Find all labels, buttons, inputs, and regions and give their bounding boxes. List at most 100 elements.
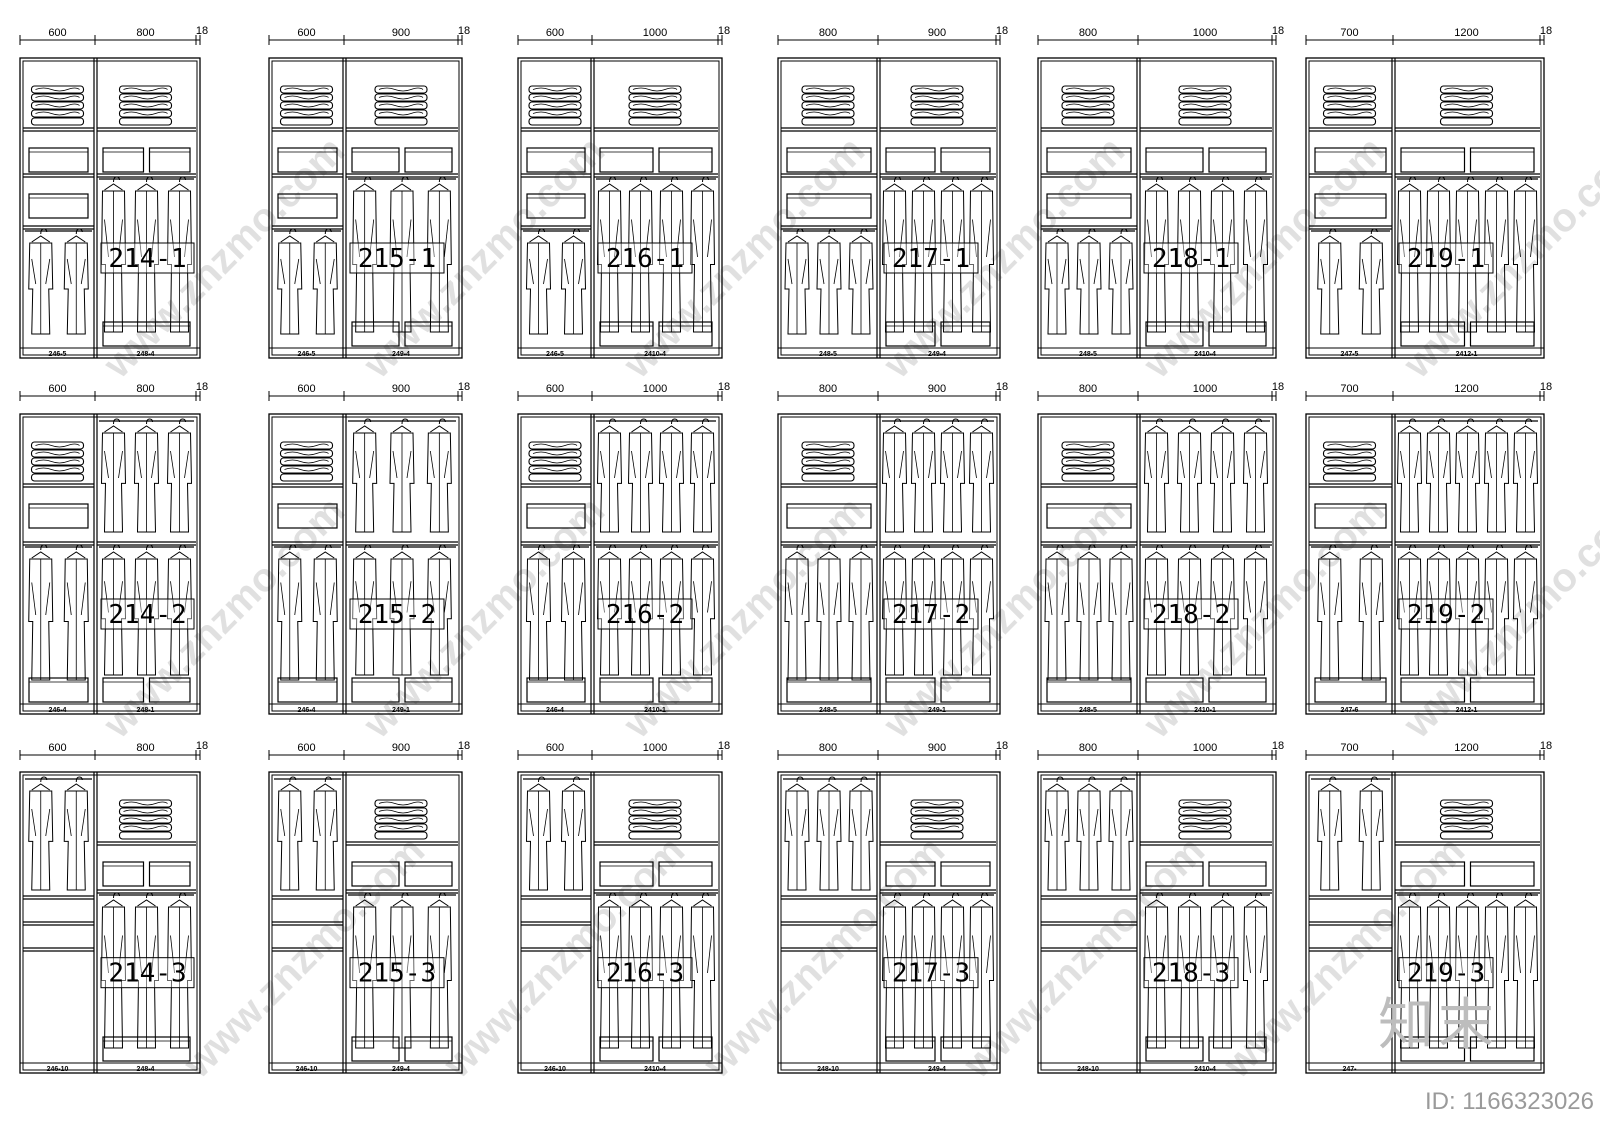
garment-sleeve bbox=[899, 581, 904, 613]
garment-sleeve bbox=[1227, 450, 1232, 479]
drawer-box bbox=[885, 861, 936, 887]
garment-sleeve bbox=[355, 219, 361, 258]
drawer-box bbox=[658, 677, 713, 703]
garment-outline bbox=[166, 558, 193, 676]
carcass-outline bbox=[1305, 771, 1545, 1074]
hanging-garment bbox=[1317, 544, 1343, 681]
hanging-garment bbox=[1512, 418, 1539, 533]
garment-sleeve bbox=[943, 935, 948, 974]
hanging-garment bbox=[816, 228, 842, 335]
garment-sleeve bbox=[104, 581, 109, 613]
garment-sleeve bbox=[1093, 808, 1099, 837]
garment-outline bbox=[1512, 558, 1539, 676]
right-width-label: 1200 bbox=[1454, 27, 1478, 39]
garment-sleeve bbox=[600, 450, 605, 479]
left-module-code: 247-5 bbox=[1341, 351, 1359, 358]
hanging-garment bbox=[133, 176, 160, 333]
drawer-box bbox=[1469, 861, 1535, 887]
garment-sleeve bbox=[443, 450, 449, 479]
garment-outline bbox=[426, 432, 452, 533]
garment-sleeve bbox=[1125, 582, 1131, 616]
hanging-garment bbox=[1425, 892, 1452, 1049]
carcass-inner bbox=[271, 416, 460, 712]
garment-sleeve bbox=[645, 581, 650, 613]
left-module-code: 248-5 bbox=[819, 351, 837, 358]
unit-label-box bbox=[1398, 957, 1494, 989]
garment-outline bbox=[1209, 432, 1236, 533]
garment-outline bbox=[784, 558, 810, 681]
garment-sleeve bbox=[1161, 450, 1166, 479]
garment-sleeve bbox=[928, 219, 933, 258]
garment-outline bbox=[881, 432, 908, 533]
left-width-label: 600 bbox=[297, 27, 315, 39]
garment-sleeve bbox=[1047, 808, 1053, 837]
hanging-garment bbox=[277, 544, 303, 681]
garment-sleeve bbox=[1443, 935, 1448, 974]
hanging-garment bbox=[1317, 228, 1343, 335]
hanging-garment bbox=[939, 892, 966, 1049]
garment-outline bbox=[1425, 190, 1452, 333]
garment-sleeve bbox=[1180, 450, 1185, 479]
garment-sleeve bbox=[294, 258, 300, 285]
hanging-garment bbox=[658, 418, 685, 533]
garment-sleeve bbox=[137, 450, 142, 479]
drawer-box bbox=[1400, 147, 1466, 173]
garment-sleeve bbox=[645, 219, 650, 258]
hanging-garment bbox=[1044, 776, 1070, 891]
garment-sleeve bbox=[1472, 935, 1477, 974]
unit-label: 216-2 bbox=[606, 600, 684, 630]
garment-outline bbox=[1483, 432, 1510, 533]
garment-sleeve bbox=[631, 581, 636, 613]
garment-outline bbox=[312, 558, 338, 681]
garment-outline bbox=[658, 906, 685, 1049]
garment-sleeve bbox=[1180, 935, 1185, 974]
left-module-code: 246-5 bbox=[49, 351, 67, 358]
garment-outline bbox=[627, 558, 654, 676]
hanging-garment bbox=[968, 418, 995, 533]
hanging-garment bbox=[1358, 228, 1384, 335]
hanging-garment bbox=[939, 176, 966, 333]
thickness-label: 18 bbox=[718, 25, 730, 37]
garment-outline bbox=[1176, 190, 1203, 333]
garment-sleeve bbox=[45, 582, 51, 616]
garment-sleeve bbox=[707, 450, 712, 479]
hanging-garment bbox=[1108, 228, 1134, 335]
garment-sleeve bbox=[1147, 581, 1152, 613]
drawer-box bbox=[1208, 677, 1267, 703]
hanging-garment bbox=[28, 228, 54, 335]
unit-label: 216-1 bbox=[606, 244, 684, 274]
garment-sleeve bbox=[1213, 581, 1218, 613]
garment-outline bbox=[1044, 242, 1070, 335]
garment-outline bbox=[525, 242, 552, 335]
garment-sleeve bbox=[957, 581, 962, 613]
hanging-garment bbox=[100, 176, 127, 333]
drawer-box bbox=[1145, 861, 1204, 887]
garment-sleeve bbox=[392, 450, 398, 479]
garment-outline bbox=[277, 242, 303, 335]
hanging-garment bbox=[1512, 544, 1539, 676]
drawer-box bbox=[277, 677, 338, 703]
garment-sleeve bbox=[1516, 935, 1521, 974]
drawer-box bbox=[1046, 147, 1132, 173]
drawer-box bbox=[940, 677, 991, 703]
garment-sleeve bbox=[543, 258, 548, 285]
left-module-code: 246-10 bbox=[544, 1066, 566, 1073]
garment-outline bbox=[939, 906, 966, 1049]
carcass-outline bbox=[268, 413, 463, 715]
hanging-garment bbox=[389, 892, 415, 1049]
garment-outline bbox=[596, 558, 623, 676]
unit-label-box bbox=[349, 242, 445, 274]
garment-sleeve bbox=[914, 450, 919, 479]
thickness-label: 18 bbox=[196, 740, 208, 752]
garment-outline bbox=[389, 558, 415, 676]
hanging-garment bbox=[312, 776, 338, 891]
drawer-box bbox=[1145, 321, 1204, 347]
unit-label-box bbox=[597, 957, 693, 989]
garment-sleeve bbox=[1213, 450, 1218, 479]
garment-sleeve bbox=[31, 582, 37, 616]
garment-sleeve bbox=[578, 258, 583, 285]
garment-sleeve bbox=[170, 935, 175, 974]
drawer-box bbox=[102, 147, 145, 173]
carcass-outline bbox=[268, 57, 463, 359]
garment-outline bbox=[1425, 558, 1452, 676]
